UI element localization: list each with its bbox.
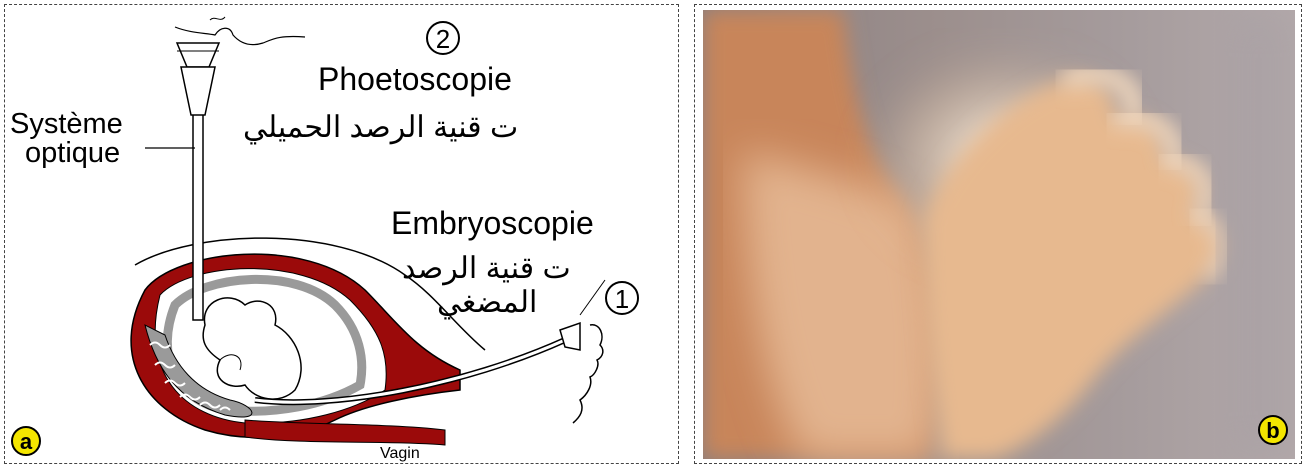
fetal-hand-photo <box>703 10 1295 459</box>
embryoscopie-arabic-line2: المضغي <box>437 285 537 320</box>
panel-b-photo: b <box>694 4 1302 464</box>
optique-label: optique <box>25 137 120 170</box>
panel-a-badge: a <box>11 426 41 456</box>
step-number-1: 1 <box>605 281 639 315</box>
observer-head-sketch <box>175 27 305 45</box>
embryoscope-eyepiece <box>560 323 580 350</box>
embryoscopie-label: Embryoscopie <box>391 205 594 242</box>
embryoscopie-arabic-line1: ت قنية الرصد <box>402 251 571 286</box>
step-number-2: 2 <box>426 21 460 55</box>
phoetoscopie-arabic-label: ت قنية الرصد الحميلي <box>243 110 518 145</box>
embryoscopie-leader <box>580 280 605 315</box>
phoetoscopie-label: Phoetoscopie <box>318 61 512 98</box>
fetoscope-lens <box>181 67 215 115</box>
fetoscope-eyepiece <box>177 43 219 67</box>
fetal-hand-illustration <box>703 10 1295 459</box>
panel-a-diagram: 2 Phoetoscopie ت قنية الرصد الحميلي Syst… <box>4 4 679 464</box>
vagin-label: Vagin <box>380 445 420 463</box>
panel-b-badge: b <box>1258 415 1288 445</box>
vagina-wall <box>245 420 445 445</box>
